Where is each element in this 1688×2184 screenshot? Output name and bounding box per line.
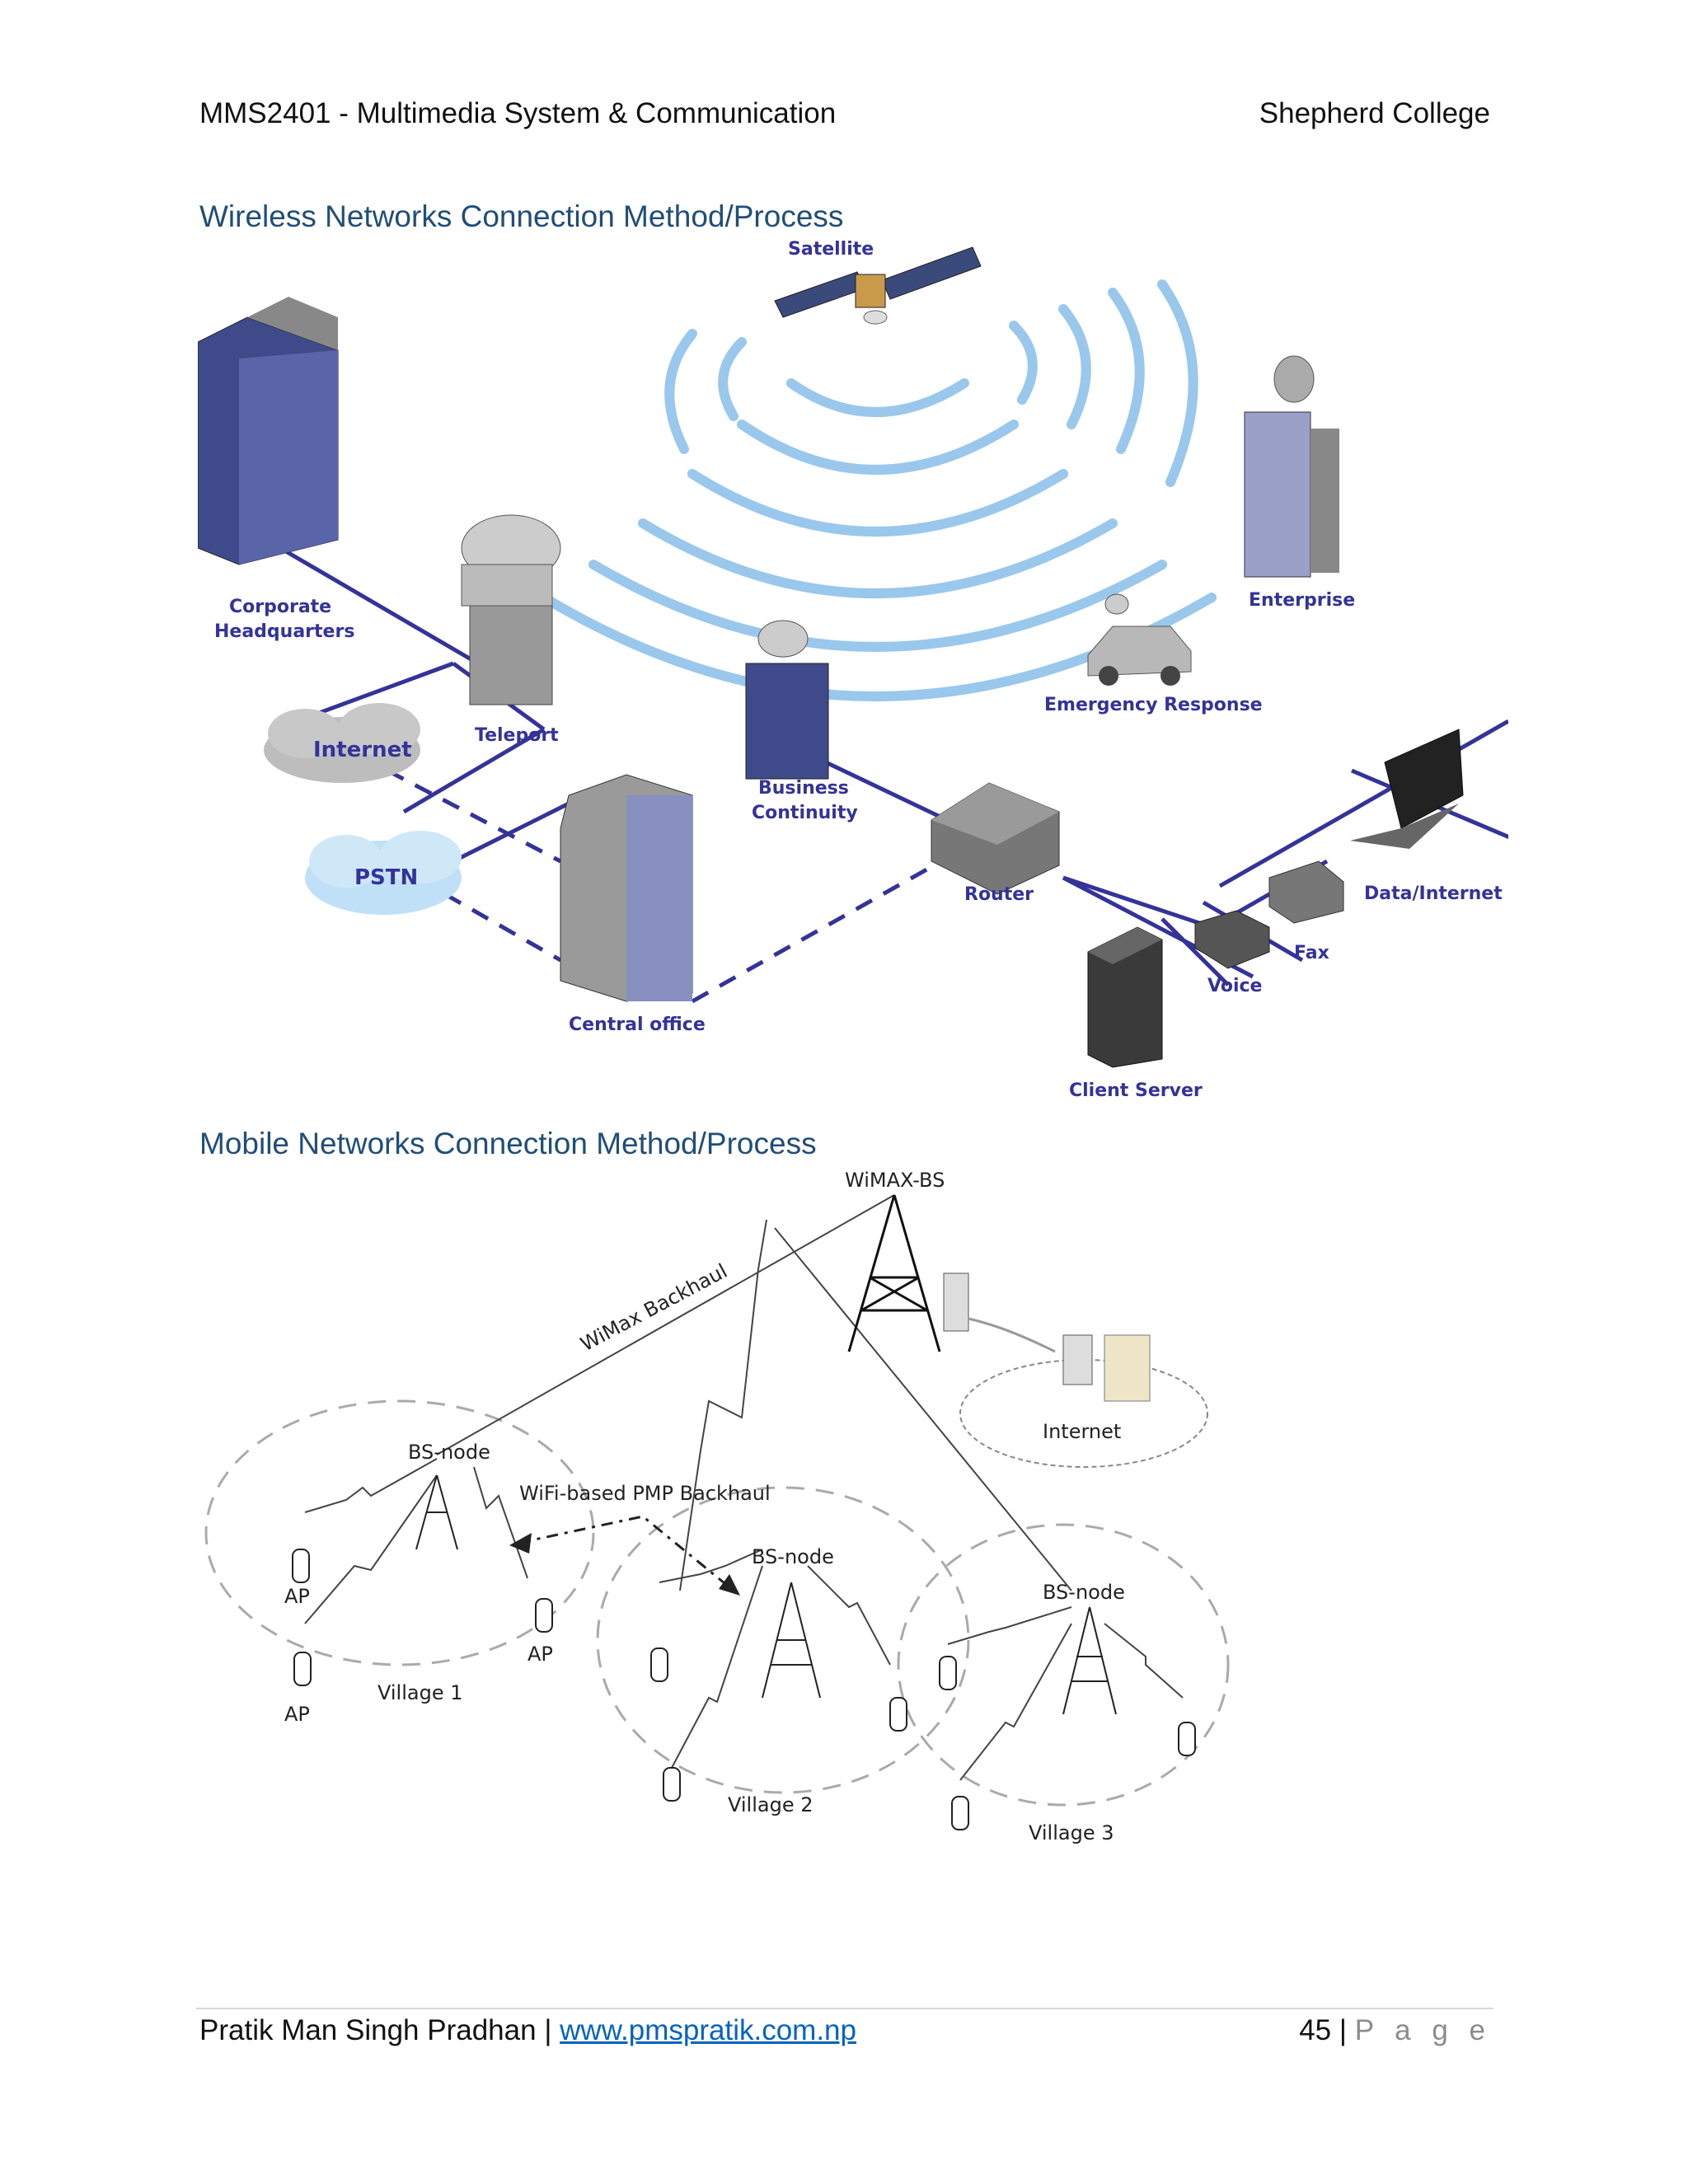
mobile-network-diagram: Internet WiMAX-BS WiMax Backhaul BS-node…	[204, 1169, 1230, 1844]
label-bs-node-3: BS-node	[1043, 1581, 1125, 1604]
footer-separator: |	[544, 2014, 552, 2046]
label-pstn: PSTN	[354, 865, 418, 890]
label-central-office: Central office	[569, 1015, 706, 1035]
satellite-signal-waves	[539, 279, 1217, 701]
central-office-building-icon	[560, 774, 693, 1002]
bs-node-tower-icon	[1062, 1606, 1117, 1715]
label-bs-node-2: BS-node	[752, 1545, 834, 1568]
label-ap-1: AP	[284, 1585, 310, 1608]
village-boundaries	[204, 1399, 1230, 1807]
internet-cloud-icon	[264, 703, 420, 783]
wifi-backhaul-dashed	[518, 1515, 734, 1592]
label-router: Router	[964, 884, 1034, 905]
antenna-unit-icon	[943, 1272, 1056, 1353]
fax-machine-icon	[1268, 860, 1344, 924]
phone-icon	[1194, 910, 1270, 969]
label-internet: Internet	[1043, 1420, 1121, 1443]
label-village-2: Village 2	[728, 1793, 814, 1816]
label-corporate-line2: Headquarters	[214, 621, 354, 642]
backhaul-links	[304, 1194, 1184, 1781]
arrowhead-right	[719, 1574, 740, 1596]
label-ap-2: AP	[528, 1643, 553, 1666]
label-satellite: Satellite	[788, 239, 874, 260]
footer-website-link[interactable]: www.pmspratik.com.np	[560, 2014, 856, 2046]
label-client-server: Client Server	[1069, 1080, 1203, 1101]
label-village-3: Village 3	[1029, 1821, 1114, 1844]
page-number: 45	[1299, 2014, 1332, 2046]
label-corporate-line1: Corporate	[229, 597, 331, 617]
label-wifi-backhaul: WiFi-based PMP Backhaul	[519, 1482, 771, 1505]
label-bs-node-1: BS-node	[408, 1441, 490, 1464]
network-dashed-links	[386, 768, 958, 1004]
arrowhead-left	[509, 1533, 532, 1554]
label-voice: Voice	[1207, 976, 1262, 996]
bs-node-tower-icon	[415, 1474, 458, 1550]
label-village-1: Village 1	[377, 1681, 463, 1704]
section-heading-mobile: Mobile Networks Connection Method/Proces…	[199, 1127, 817, 1160]
footer-page-separator: |	[1339, 2014, 1347, 2046]
wimax-bs-tower-icon	[847, 1194, 941, 1352]
header-college-name: Shepherd College	[1259, 97, 1490, 129]
laptop-icon	[1350, 729, 1464, 849]
footer-page-info: 45 | P a g e	[1299, 2014, 1492, 2047]
business-continuity-building-icon	[745, 620, 829, 780]
label-enterprise: Enterprise	[1249, 590, 1355, 611]
label-fax: Fax	[1294, 943, 1329, 963]
header-course-title: MMS2401 - Multimedia System & Communicat…	[199, 97, 837, 129]
ap-antenna-icon	[292, 1549, 1196, 1830]
wireless-network-diagram: Satellite	[198, 239, 1508, 1101]
label-emergency-response: Emergency Response	[1044, 695, 1263, 715]
label-teleport: Teleport	[475, 725, 559, 746]
pstn-cloud-icon	[305, 831, 462, 915]
label-business-line2: Continuity	[752, 803, 858, 823]
footer-author-name: Pratik Man Singh Pradhan	[199, 2014, 537, 2046]
router-icon	[931, 782, 1060, 895]
label-internet: Internet	[313, 738, 412, 762]
network-links	[279, 546, 1508, 987]
internet-cloud-icon	[959, 1334, 1208, 1468]
footer-author: Pratik Man Singh Pradhan | www.pmspratik…	[199, 2014, 856, 2047]
footer-divider	[196, 2008, 1493, 2009]
emergency-vehicle-icon	[1087, 593, 1192, 686]
bs-node-tower-icon	[762, 1582, 821, 1699]
satellite-icon	[774, 246, 982, 325]
label-business-line1: Business	[758, 778, 849, 799]
label-wimax-backhaul: WiMax Backhaul	[577, 1259, 731, 1356]
section-heading-wireless: Wireless Networks Connection Method/Proc…	[199, 199, 844, 233]
enterprise-building-icon	[1244, 355, 1339, 578]
label-ap-3: AP	[284, 1703, 310, 1726]
page-label: P a g e	[1354, 2014, 1492, 2046]
label-wimax-bs: WiMAX-BS	[845, 1169, 945, 1192]
label-data-internet: Data/Internet	[1364, 883, 1503, 904]
teleport-tower-icon	[461, 514, 561, 705]
corporate-headquarters-building-icon	[198, 297, 339, 565]
client-server-icon	[1087, 926, 1163, 1068]
